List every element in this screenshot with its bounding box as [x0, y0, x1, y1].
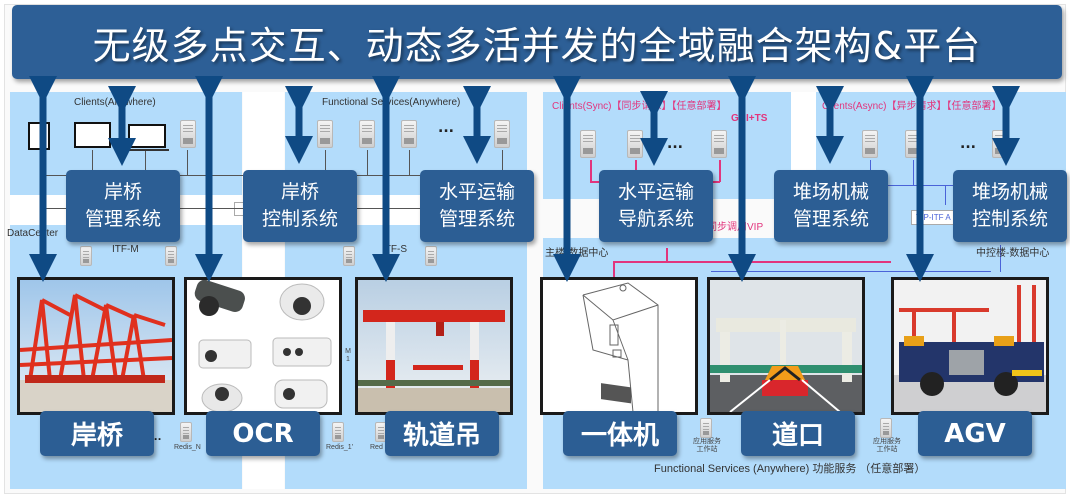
ellipsis-sync: ...: [667, 136, 683, 152]
ellipsis-async: ...: [960, 136, 976, 152]
itf-server-icon: [165, 246, 177, 266]
itf-server-icon: [80, 246, 92, 266]
device-image-gate: [707, 277, 865, 415]
client-connector: [145, 150, 146, 175]
server-icon: [180, 120, 196, 148]
server-icon: [401, 120, 417, 148]
rail-gantry-crane-illustration: [358, 280, 510, 412]
title-banner: 无级多点交互、动态多活并发的全域融合架构&平台: [12, 5, 1062, 79]
device-image-agv: [891, 277, 1049, 415]
page-title: 无级多点交互、动态多活并发的全域融合架构&平台: [92, 23, 982, 68]
device-image-kiosk: [540, 277, 698, 415]
quay-crane-illustration: [20, 280, 172, 412]
kiosk-illustration: [543, 280, 695, 412]
system-line2: 控制系统: [261, 208, 338, 230]
redis-n-label: Redis_N: [174, 444, 201, 451]
app-server-icon: [880, 418, 892, 438]
device-label-gate[interactable]: 道口: [741, 411, 855, 456]
server-icon: [711, 130, 727, 158]
control-dc-label: 中控楼-数据中心: [976, 248, 1050, 259]
app-server-label-1: 应用服务 工作站: [693, 438, 721, 453]
service-connector: [325, 150, 326, 175]
service-connector: [409, 150, 410, 175]
system-line1: 堆场机械: [792, 181, 869, 203]
device-label-ocr[interactable]: OCR: [206, 411, 320, 456]
system-line2: 管理系统: [84, 208, 161, 230]
control-dc-connector: [1000, 245, 1001, 272]
system-line2: 导航系统: [617, 208, 694, 230]
system-box-yard-machinery-management[interactable]: 堆场机械 管理系统: [774, 170, 888, 242]
main-dc-connector: [666, 248, 668, 262]
itf-server-icon: [425, 246, 437, 266]
sync-connector: [590, 160, 592, 182]
system-line2: 管理系统: [792, 208, 869, 230]
redis-server-icon: [180, 422, 192, 442]
device-label-quay-crane[interactable]: 岸桥: [40, 411, 154, 456]
device-label-rail-gantry-crane[interactable]: 轨道吊: [385, 411, 499, 456]
itf-m-label: ITF-M: [112, 244, 139, 255]
server-icon: [494, 120, 510, 148]
service-connector: [502, 150, 503, 175]
system-box-quay-crane-control[interactable]: 岸桥 控制系统: [243, 170, 357, 242]
system-line2: 控制系统: [971, 208, 1048, 230]
system-line1: 岸桥: [103, 181, 142, 203]
cameras-illustration: [187, 280, 339, 412]
agv-illustration: [894, 280, 1046, 412]
m1-label: M 1: [345, 348, 351, 363]
app-server-icon: [700, 418, 712, 438]
system-box-quay-crane-management[interactable]: 岸桥 管理系统: [66, 170, 180, 242]
redis-server-icon: [332, 422, 344, 442]
sync-clients-label: Clients(Sync)【同步请求】【任意部署】: [552, 101, 727, 112]
server-icon: [580, 130, 596, 158]
control-dc-bus-line: [711, 271, 991, 272]
sync-connector: [719, 160, 721, 182]
device-image-ocr-cameras: [184, 277, 342, 415]
system-line2: 管理系统: [438, 208, 515, 230]
functional-services-footer: Functional Services (Anywhere) 功能服务 （任意部…: [654, 463, 926, 475]
system-line1: 水平运输: [617, 181, 694, 203]
server-icon: [862, 130, 878, 158]
ellipsis-left: ...: [150, 432, 162, 443]
redis-server-icon: [375, 422, 387, 442]
client-connector: [187, 150, 188, 175]
system-line1: 堆场机械: [971, 181, 1048, 203]
system-box-horizontal-transport-management[interactable]: 水平运输 管理系统: [420, 170, 534, 242]
device-label-agv[interactable]: AGV: [918, 411, 1032, 456]
redis-label: Red: [370, 444, 383, 451]
system-box-horizontal-transport-navigation[interactable]: 水平运输 导航系统: [599, 170, 713, 242]
server-icon: [317, 120, 333, 148]
system-line1: 岸桥: [280, 181, 319, 203]
system-line1: 水平运输: [438, 181, 515, 203]
system-box-yard-machinery-control[interactable]: 堆场机械 控制系统: [953, 170, 1067, 242]
main-dc-connector: [613, 261, 615, 277]
laptop-base: [125, 149, 169, 151]
itf-server-icon: [343, 246, 355, 266]
device-label-kiosk[interactable]: 一体机: [563, 411, 677, 456]
async-connector: [945, 185, 946, 205]
redis-1-label: Redis_1': [326, 444, 354, 451]
service-connector: [367, 150, 368, 175]
gate-illustration: [710, 280, 862, 412]
device-image-quay-crane: [17, 277, 175, 415]
device-image-rail-gantry-crane: [355, 277, 513, 415]
ellipsis-services: ...: [438, 120, 454, 136]
app-server-label-2: 应用服务 工作站: [873, 438, 901, 453]
client-connector: [92, 150, 93, 175]
